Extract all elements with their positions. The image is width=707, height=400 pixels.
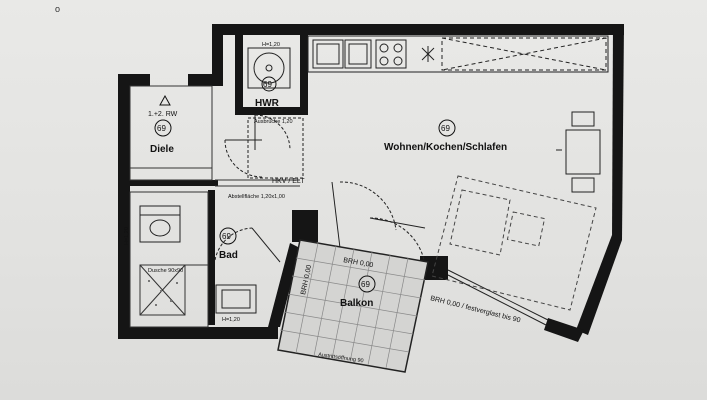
- diele-name: Diele: [150, 144, 174, 155]
- hwr-height: H=1,20: [262, 42, 280, 48]
- washing-machine-icon: [253, 52, 285, 84]
- hwr-room: [247, 47, 291, 89]
- bad-height: H=1,20: [222, 317, 240, 323]
- abstellflaeche-label: Abstellfläche 1,20x1,00: [228, 194, 285, 200]
- shower-tiles: [148, 280, 178, 306]
- hwr-number-circle: [261, 76, 277, 92]
- inner-lines: [129, 85, 300, 328]
- diele-room: 1.+2. RW 69 Diele: [148, 94, 178, 155]
- bad-side-label: H=1,20: [124, 227, 130, 245]
- hob-icon: [375, 39, 407, 69]
- wohnen-number: 69: [441, 124, 450, 133]
- ausbrueche-label: Ausbrüche 1,20: [254, 119, 293, 125]
- balkon-number: 69: [361, 280, 370, 289]
- dusche-label: Dusche 90x90: [148, 268, 183, 274]
- bad-number: 69: [222, 232, 231, 241]
- door-swings: [214, 114, 426, 266]
- washbasin-icon: [215, 284, 257, 314]
- vanity-icon: [139, 205, 181, 243]
- sink-icon: [312, 39, 344, 69]
- living-room: 69 Wohnen/Kochen/Schlafen: [384, 111, 601, 311]
- warning-triangle-icon: [159, 94, 171, 106]
- hkv-label: HKV / ELT: [272, 178, 305, 185]
- hwr-name: HWR: [255, 98, 280, 109]
- basin-icon: [344, 39, 372, 69]
- diele-rw: 1.+2. RW: [148, 111, 178, 118]
- wohnen-number-circle: [438, 119, 456, 137]
- bad-room: 69 Bad Dusche 90x90 H=1,20 H=1,20: [124, 205, 257, 323]
- corner-mark: o: [55, 4, 60, 14]
- balkon-number-circle: [358, 275, 376, 293]
- kitchen-counter: [307, 35, 609, 73]
- toilet-icon: [149, 219, 171, 237]
- hwr-number: 69: [263, 80, 272, 89]
- bad-number-circle: [219, 227, 237, 245]
- balkon-tiles: [279, 242, 426, 369]
- bad-name: Bad: [219, 250, 238, 261]
- outer-walls: [118, 24, 624, 342]
- dining-table-icon: [556, 111, 601, 193]
- diele-number: 69: [157, 124, 166, 133]
- sofa-bed-icon: [431, 175, 597, 311]
- balkon-name: Balkon: [340, 298, 373, 309]
- glazing: [447, 269, 549, 326]
- diele-number-circle: [154, 119, 172, 137]
- balkon: 69 Balkon BRH 0,00 BRH 0,00 Austrittsöff…: [277, 239, 429, 373]
- wohnen-name: Wohnen/Kochen/Schlafen: [384, 142, 507, 153]
